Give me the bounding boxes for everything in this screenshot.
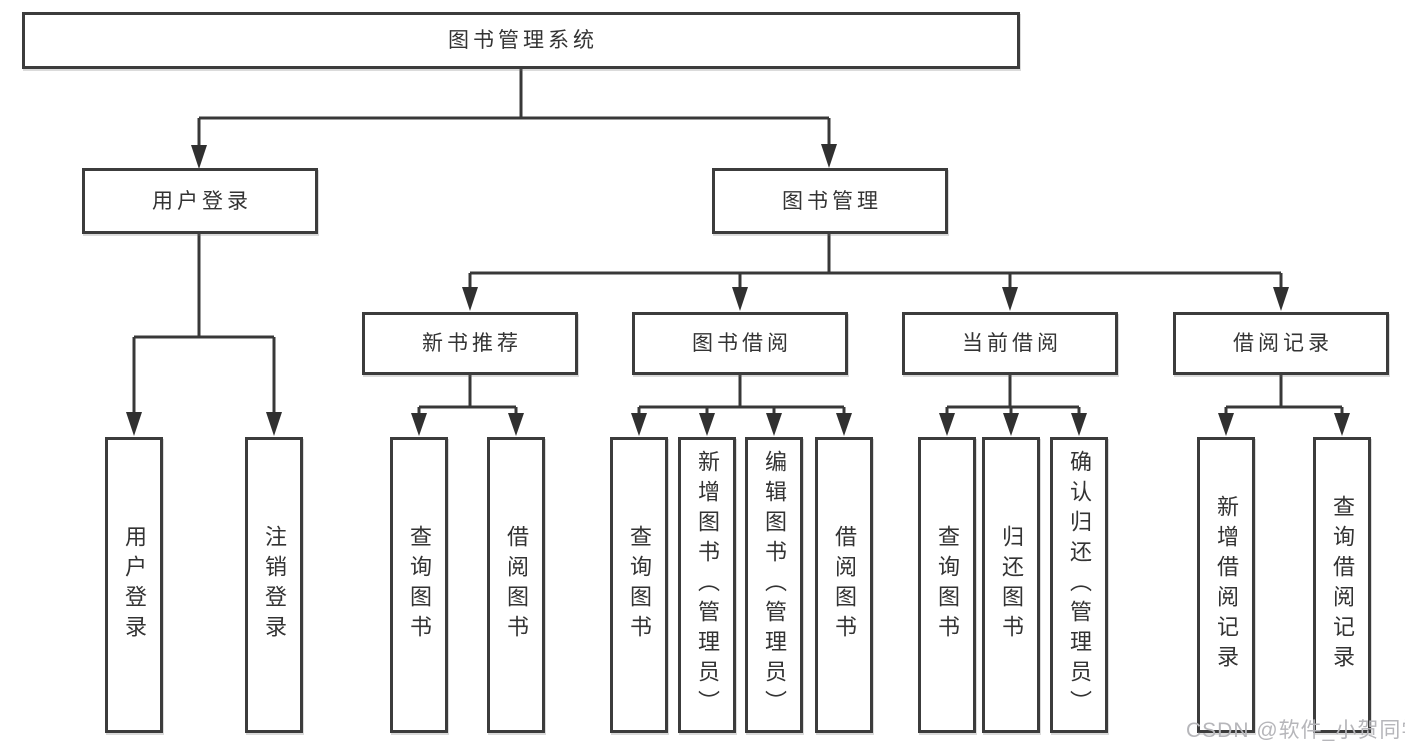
node-label: 查询图书 xyxy=(935,525,960,645)
leaf-confirm-return-admin: 确认归还（管理员） xyxy=(1050,437,1108,733)
edge-current-borrow-to-children xyxy=(939,375,1087,436)
node-label: 归还图书 xyxy=(999,525,1024,645)
node-book-borrowing: 图书借阅 xyxy=(632,312,848,375)
leaf-user-login: 用户登录 xyxy=(105,437,163,733)
edge-new-book-rec-to-children xyxy=(411,375,524,436)
csdn-watermark: CSDN @软件_小贺同学 xyxy=(1186,719,1405,742)
node-user-login: 用户登录 xyxy=(82,168,318,234)
node-label: 图书借阅 xyxy=(692,332,792,355)
node-label: 用户登录 xyxy=(152,189,252,213)
leaf-query-books-2: 查询图书 xyxy=(610,437,668,733)
leaf-add-books-admin: 新增图书（管理员） xyxy=(678,437,736,733)
node-book-management: 图书管理 xyxy=(712,168,948,234)
node-current-borrowing: 当前借阅 xyxy=(902,312,1118,375)
leaf-borrow-books-1: 借阅图书 xyxy=(487,437,545,733)
leaf-query-books-1: 查询图书 xyxy=(390,437,448,733)
node-label: 新书推荐 xyxy=(422,332,522,355)
node-label: 新增图书（管理员） xyxy=(695,450,720,720)
node-label: 用户登录 xyxy=(122,525,147,645)
edge-book-borrow-to-children xyxy=(631,375,852,436)
node-label: 新增借阅记录 xyxy=(1214,495,1239,675)
node-library-system: 图书管理系统 xyxy=(22,12,1020,69)
edge-book-mgmt-to-level3 xyxy=(462,233,1289,311)
node-label: 查询图书 xyxy=(407,525,432,645)
leaf-borrow-books-2: 借阅图书 xyxy=(815,437,873,733)
leaf-edit-books-admin: 编辑图书（管理员） xyxy=(745,437,803,733)
node-label: 借阅图书 xyxy=(832,525,857,645)
node-label: 当前借阅 xyxy=(962,332,1062,355)
node-label: 图书管理 xyxy=(782,189,882,213)
node-label: 注销登录 xyxy=(262,525,287,645)
node-label: 借阅图书 xyxy=(504,525,529,645)
edge-root-to-level2 xyxy=(191,69,837,169)
node-label: 查询借阅记录 xyxy=(1330,495,1355,675)
leaf-query-books-3: 查询图书 xyxy=(918,437,976,733)
node-label: 查询图书 xyxy=(627,525,652,645)
edge-borrow-records-to-children xyxy=(1218,375,1350,436)
node-label: 确认归还（管理员） xyxy=(1067,450,1092,720)
leaf-return-books: 归还图书 xyxy=(982,437,1040,733)
leaf-add-borrow-record: 新增借阅记录 xyxy=(1197,437,1255,733)
node-label: 借阅记录 xyxy=(1233,332,1333,355)
node-label: 编辑图书（管理员） xyxy=(762,450,787,720)
node-label: 图书管理系统 xyxy=(448,29,598,52)
edge-user-login-to-children xyxy=(126,234,282,436)
leaf-logout: 注销登录 xyxy=(245,437,303,733)
leaf-query-borrow-record: 查询借阅记录 xyxy=(1313,437,1371,733)
node-borrowing-records: 借阅记录 xyxy=(1173,312,1389,375)
node-new-book-recommend: 新书推荐 xyxy=(362,312,578,375)
